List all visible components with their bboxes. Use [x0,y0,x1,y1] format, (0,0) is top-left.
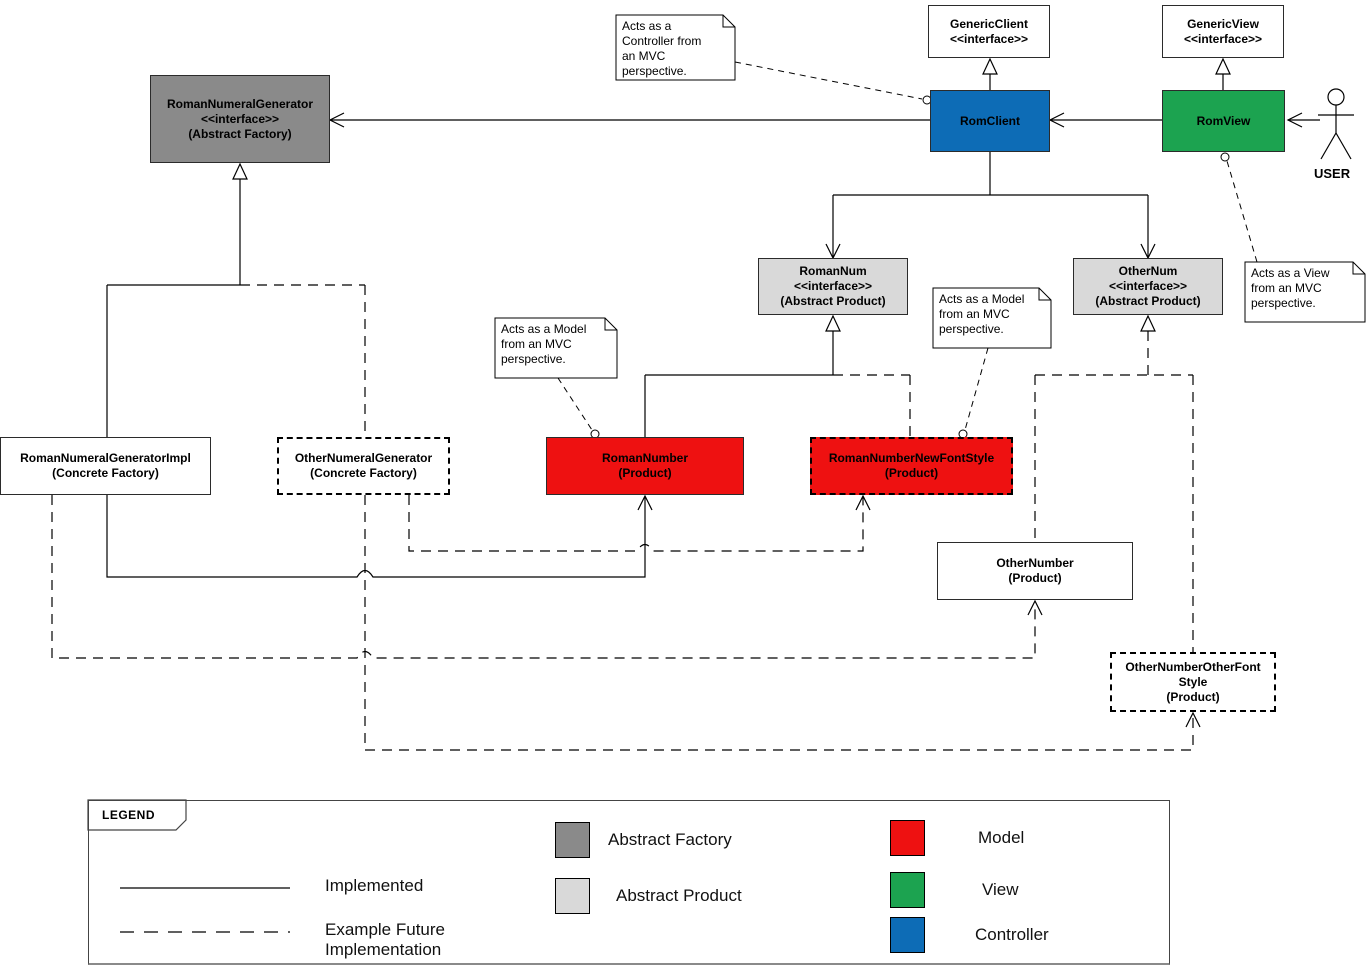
generalization-romannum-products [644,314,911,437]
user-actor-label: USER [1314,166,1351,181]
user-actor-icon [1318,88,1354,160]
legend-title: LEGEND [102,808,156,822]
legend-swatch-controller [890,917,925,953]
generalization-othernum-products [1034,314,1194,652]
legend-label-implemented: Implemented [325,876,424,895]
legend-frame [88,800,1170,965]
note-controller: Acts as a Controller from an MVC perspec… [622,19,702,78]
class-roman-number: RomanNumber (Product) [546,437,744,495]
class-other-numeral-generator: OtherNumeralGenerator (Concrete Factory) [277,437,450,495]
class-rom-view: RomView [1162,90,1285,152]
legend-swatch-abstract-product [555,878,590,914]
legend-label-example-future: Example Future Implementation [325,920,445,959]
class-rom-client: RomClient [930,90,1050,152]
generalization-factories [106,162,366,437]
class-roman-num: RomanNum <<interface>> (Abstract Product… [758,258,908,315]
class-roman-numeral-generator: RomanNumeralGenerator <<interface>> (Abs… [150,75,330,163]
arrow-romclient-to-factory [328,112,930,128]
legend-swatch-model [890,820,925,856]
arrow-user-to-romview [1286,112,1320,128]
create-impl-othernumber [51,495,1043,659]
legend-swatch-view [890,872,925,908]
note-view: Acts as a View from an MVC perspective. [1251,266,1330,310]
arrow-romclient-to-products [825,152,1156,260]
note-connectors [557,61,1258,439]
class-other-number: OtherNumber (Product) [937,542,1133,600]
legend-label-model: Model [978,828,1025,847]
legend-label-controller: Controller [975,925,1049,944]
legend-label-abstract-product: Abstract Product [616,886,742,905]
class-generic-view: GenericView <<interface>> [1162,5,1284,58]
legend-label-abstract-factory: Abstract Factory [608,830,732,849]
class-roman-numeral-generator-impl: RomanNumeralGeneratorImpl (Concrete Fact… [0,437,211,495]
create-impl-romannumber [106,494,653,578]
note-model-left: Acts as a Model from an MVC perspective. [501,322,587,366]
create-othergen-othernumberotherfontstyle [364,495,1201,751]
class-other-number-other-font-style: OtherNumberOtherFont Style (Product) [1110,652,1276,712]
legend-swatch-abstract-factory [555,822,590,858]
create-othergen-romannumbernewfontstyle [408,494,871,552]
arrow-romview-to-romclient [1048,112,1162,128]
class-generic-client: GenericClient <<interface>> [928,5,1050,58]
realization-romclient-genericclient [982,57,998,90]
note-model-right: Acts as a Model from an MVC perspective. [939,292,1025,336]
realization-romview-genericview [1215,57,1231,90]
legend-label-view: View [982,880,1019,899]
class-roman-number-new-font-style: RomanNumberNewFontStyle (Product) [810,437,1013,495]
class-other-num: OtherNum <<interface>> (Abstract Product… [1073,258,1223,315]
